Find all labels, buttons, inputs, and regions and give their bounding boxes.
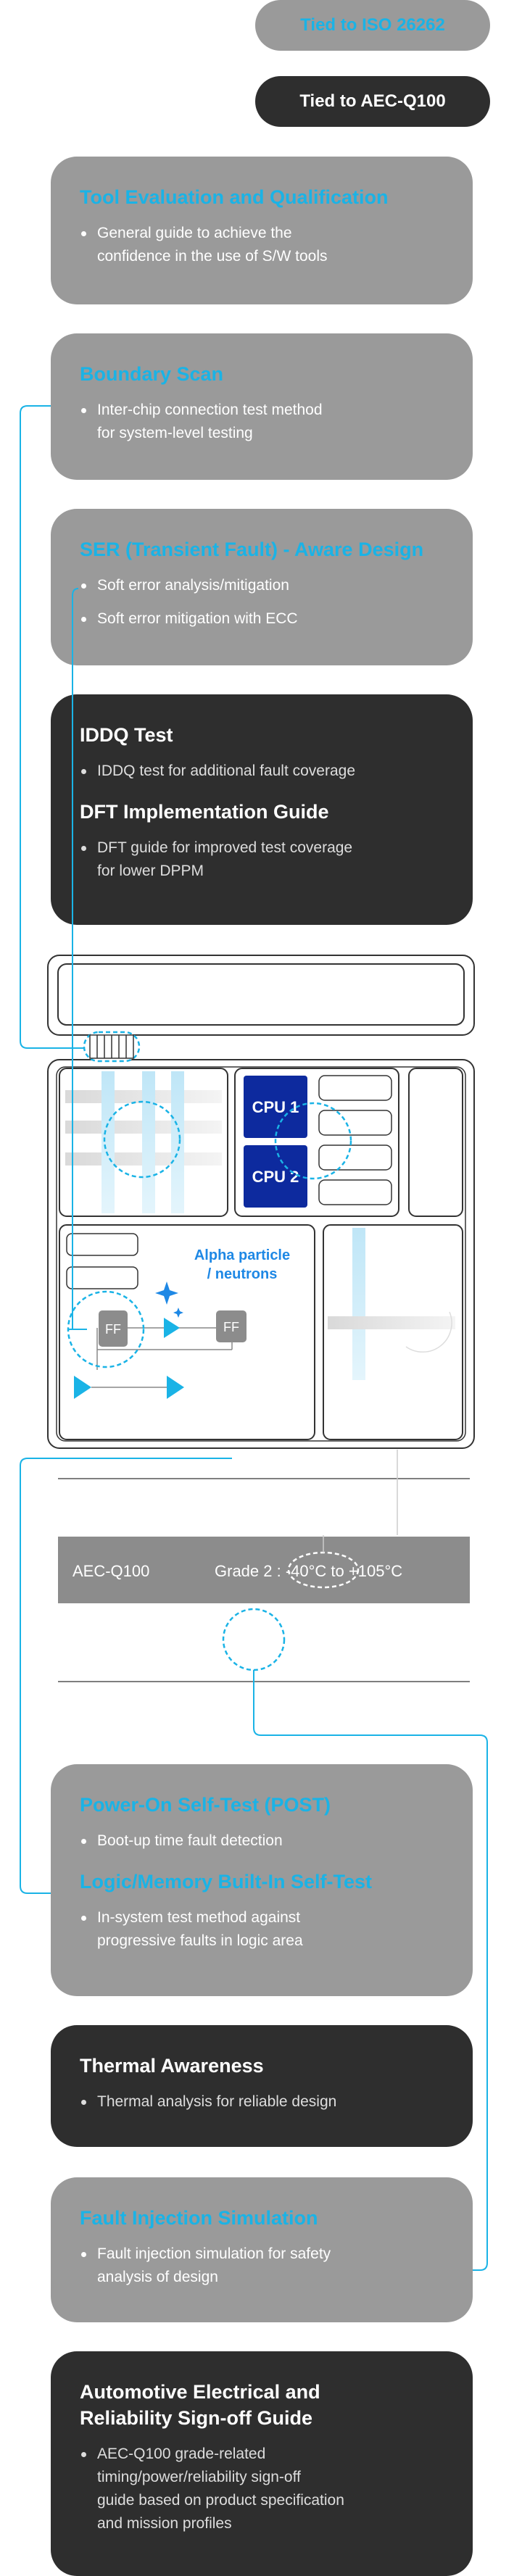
bullet-text: Inter-chip connection test method for sy… — [97, 402, 323, 441]
routing-hbar — [328, 1316, 455, 1329]
ff-small-box — [66, 1233, 138, 1256]
cpu2-core — [244, 1145, 307, 1208]
ff1-cell — [99, 1310, 128, 1347]
card-post-bist: Power-On Self-Test (POST) Boot-up time f… — [51, 1764, 473, 1996]
bullet: Boot-up time fault detection — [80, 1829, 444, 1853]
bullet-text: General guide to achieve the confidence … — [97, 225, 328, 265]
routing-vbar — [352, 1228, 365, 1380]
grade-highlight-circle — [222, 1608, 286, 1671]
ff-buffer-arrow-icon — [167, 1376, 184, 1399]
chip-inner-outline — [56, 1066, 466, 1442]
card-thermal-awareness: Thermal Awareness Thermal analysis for r… — [51, 2025, 473, 2147]
card-title: Automotive Electrical and Reliability Si… — [80, 2381, 320, 2429]
card-subtitle: DFT Implementation Guide — [80, 801, 329, 823]
card-boundary-scan: Boundary Scan Inter-chip connection test… — [51, 333, 473, 480]
card-title: Tool Evaluation and Qualification — [80, 186, 389, 208]
logic-hbar — [65, 1090, 222, 1103]
bullet-text: Boot-up time fault detection — [97, 1832, 283, 1849]
card-iddq-dft: IDDQ Test IDDQ test for additional fault… — [51, 694, 473, 925]
ff-buffer-arrow-icon — [164, 1318, 180, 1338]
cache-block — [318, 1179, 392, 1205]
bullet: Soft error analysis/mitigation — [80, 574, 444, 597]
bullet: Soft error mitigation with ECC — [80, 607, 444, 631]
cache-block — [318, 1144, 392, 1171]
iso26262-tag: Tied to ISO 26262 — [255, 0, 490, 51]
bullet-text: IDDQ test for additional fault coverage — [97, 763, 356, 779]
bullet: DFT guide for improved test coverage for… — [80, 836, 444, 883]
card-ser-aware-design: SER (Transient Fault) - Aware Design Sof… — [51, 509, 473, 665]
boundary-scan-cells — [89, 1034, 134, 1059]
card-title: Boundary Scan — [80, 363, 224, 385]
ff1-label: FF — [105, 1322, 121, 1337]
boundary-scan-cell-lines — [96, 1035, 127, 1058]
cache-block — [318, 1110, 392, 1136]
temperature-highlight — [287, 1551, 360, 1589]
card-title: Thermal Awareness — [80, 2055, 264, 2077]
ff-block — [59, 1224, 315, 1440]
card-title: IDDQ Test — [80, 724, 173, 746]
logic-hbar — [65, 1152, 222, 1166]
ser-highlight-circle — [103, 1100, 181, 1179]
alpha-particle-small-star-icon — [173, 1308, 183, 1318]
bullet: Inter-chip connection test method for sy… — [80, 399, 444, 445]
io-block-inner — [57, 963, 465, 1026]
grade-bar — [58, 1537, 470, 1603]
bullet: In-system test method against progressiv… — [80, 1906, 444, 1953]
cache-block — [318, 1075, 392, 1101]
bullet-text: Fault injection simulation for safety an… — [97, 2245, 331, 2285]
card-title: Fault Injection Simulation — [80, 2207, 318, 2229]
bullet: General guide to achieve the confidence … — [80, 222, 444, 268]
bullet-text: DFT guide for improved test coverage for… — [97, 839, 353, 879]
logic-vbar — [102, 1071, 115, 1213]
grade-bar-value: Grade 2 : -40°C to +105°C — [215, 1562, 402, 1580]
alpha-label-line1: Alpha particle — [194, 1247, 290, 1263]
peripheral-block — [408, 1068, 463, 1217]
alpha-particle-star-icon — [155, 1281, 178, 1305]
logic-vbar — [171, 1071, 184, 1213]
grade-bar-label: AEC-Q100 — [72, 1562, 149, 1580]
logic-vbar — [142, 1071, 155, 1213]
logic-hbar — [65, 1121, 222, 1134]
bullet-text: In-system test method against progressiv… — [97, 1909, 303, 1949]
alpha-label-line2: / neutrons — [207, 1266, 278, 1282]
ff2-cell — [216, 1310, 246, 1342]
bullet-text: Soft error mitigation with ECC — [97, 610, 298, 627]
card-tool-evaluation: Tool Evaluation and Qualification Genera… — [51, 157, 473, 304]
ff-small-box — [66, 1266, 138, 1289]
ff2-label: FF — [223, 1320, 239, 1334]
cpu1-label: CPU 1 — [252, 1098, 299, 1116]
connector-lines-light — [323, 1450, 398, 1553]
cpu1-core — [244, 1076, 307, 1138]
card-automotive-signoff: Automotive Electrical and Reliability Si… — [51, 2351, 473, 2576]
cpu-block — [234, 1068, 399, 1217]
ecc-highlight-circle — [274, 1102, 352, 1180]
bullet-text: Soft error analysis/mitigation — [97, 577, 289, 594]
ff-buffer-arrow-icon — [74, 1376, 91, 1399]
bullet-text: AEC-Q100 grade-related timing/power/reli… — [97, 2446, 344, 2532]
routing-block — [323, 1224, 463, 1440]
logic-block — [59, 1068, 228, 1217]
chip-outline — [47, 1059, 475, 1449]
routing-curve — [405, 1311, 452, 1353]
bullet: Thermal analysis for reliable design — [80, 2090, 444, 2114]
ff-highlight-circle — [67, 1290, 145, 1368]
bullet: Fault injection simulation for safety an… — [80, 2243, 444, 2289]
card-subtitle: Logic/Memory Built-In Self-Test — [80, 1871, 373, 1892]
boundary-scan-highlight — [83, 1031, 141, 1063]
card-title: Power-On Self-Test (POST) — [80, 1794, 331, 1816]
bullet: IDDQ test for additional fault coverage — [80, 760, 444, 783]
cpu2-label: CPU 2 — [252, 1168, 299, 1186]
bullet: AEC-Q100 grade-related timing/power/reli… — [80, 2443, 444, 2535]
card-title: SER (Transient Fault) - Aware Design — [80, 539, 424, 560]
card-fault-injection: Fault Injection Simulation Fault injecti… — [51, 2177, 473, 2322]
io-block-outer — [47, 955, 475, 1036]
aec-q100-tag: Tied to AEC-Q100 — [255, 76, 490, 127]
bullet-text: Thermal analysis for reliable design — [97, 2093, 337, 2110]
